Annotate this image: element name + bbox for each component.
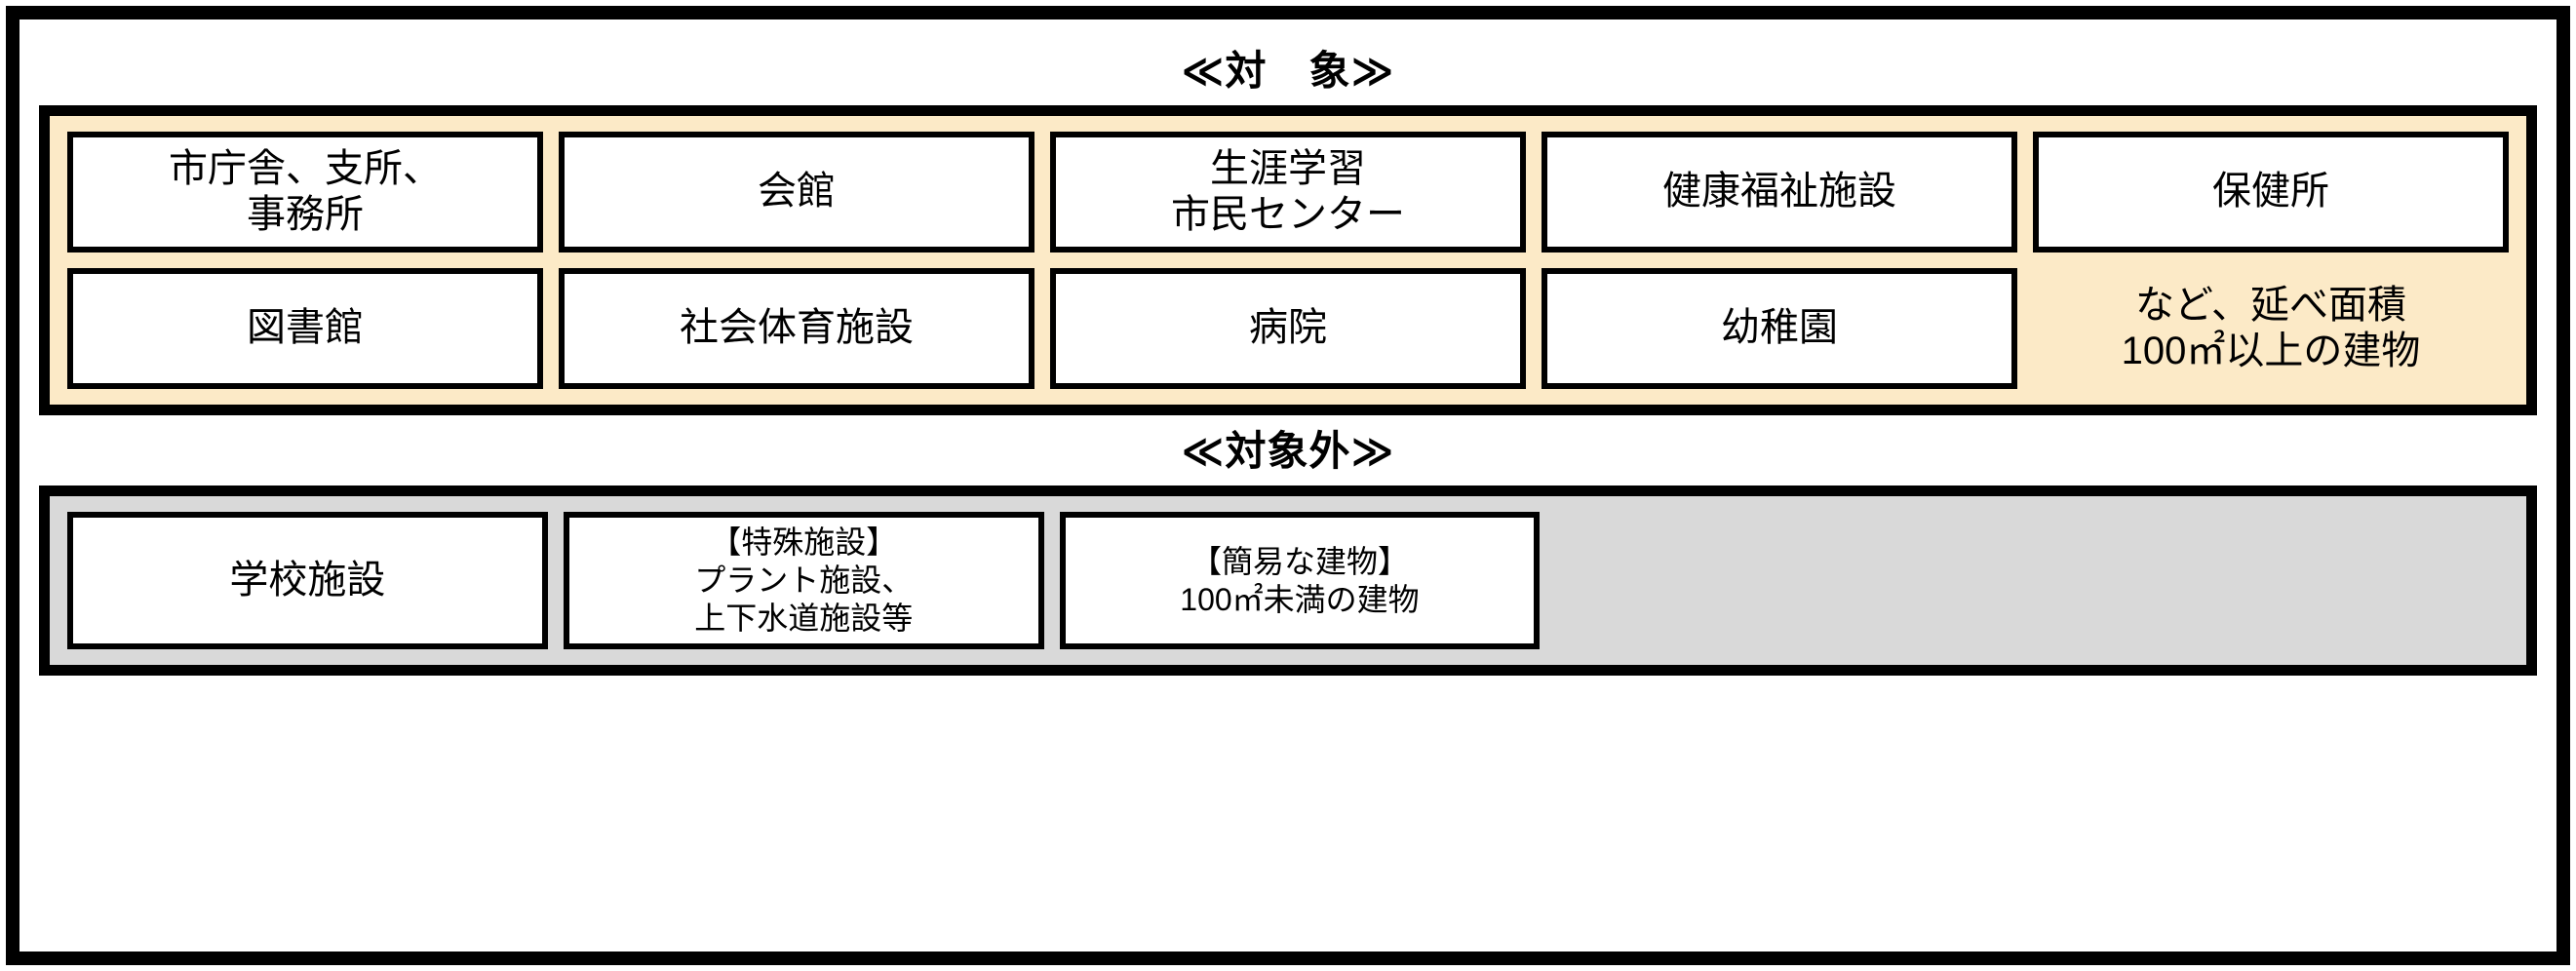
non-target-item-simple-building: 【簡易な建物】 100㎡未満の建物 bbox=[1059, 512, 1541, 650]
target-group-panel: 市庁舎、支所、 事務所 会館 生涯学習 市民センター 健康福祉施設 保健所 bbox=[39, 105, 2537, 415]
target-item-kindergarten: 幼稚園 bbox=[1542, 268, 2017, 389]
target-area-criteria-note: など、延べ面積 100㎡以上の建物 bbox=[2033, 268, 2509, 389]
target-item-hospital: 病院 bbox=[1050, 268, 1526, 389]
non-target-empty-slot bbox=[2040, 512, 2509, 649]
target-item-sports-facility: 社会体育施設 bbox=[559, 268, 1034, 389]
target-item-label: 健康福祉施設 bbox=[1662, 170, 1896, 214]
target-item-label: 幼稚園 bbox=[1721, 306, 1838, 350]
target-item-label: 病院 bbox=[1249, 306, 1327, 350]
target-item-label: 社会体育施設 bbox=[680, 306, 914, 350]
target-item-label: 図書館 bbox=[247, 306, 364, 350]
target-item-lifelong-learning-center: 生涯学習 市民センター bbox=[1050, 132, 1526, 252]
target-section-heading: ≪対 象≫ bbox=[1181, 48, 1395, 94]
non-target-item-label: 【簡易な建物】 100㎡未満の建物 bbox=[1180, 543, 1420, 617]
target-area-criteria-label: など、延べ面積 100㎡以上の建物 bbox=[2121, 283, 2421, 372]
target-item-label: 会館 bbox=[758, 170, 836, 214]
non-target-item-label: 学校施設 bbox=[229, 558, 386, 602]
non-target-item-label: 【特殊施設】 プラント施設、 上下水道施設等 bbox=[694, 524, 914, 637]
non-target-item-special-facility: 【特殊施設】 プラント施設、 上下水道施設等 bbox=[563, 512, 1044, 650]
target-item-city-hall: 市庁舎、支所、 事務所 bbox=[67, 132, 543, 252]
target-item-label: 市庁舎、支所、 事務所 bbox=[169, 146, 442, 236]
target-item-library: 図書館 bbox=[67, 268, 543, 389]
target-item-health-center: 保健所 bbox=[2033, 132, 2509, 252]
target-item-hall: 会館 bbox=[559, 132, 1034, 252]
target-row-2: 図書館 社会体育施設 病院 幼稚園 など、延べ面積 100㎡以上の建物 bbox=[67, 268, 2509, 389]
target-item-label: 保健所 bbox=[2212, 170, 2329, 214]
non-target-empty-slot bbox=[1555, 512, 2024, 649]
non-target-section-heading: ≪対象外≫ bbox=[1181, 428, 1395, 474]
non-target-group-panel: 学校施設 【特殊施設】 プラント施設、 上下水道施設等 【簡易な建物】 100㎡… bbox=[39, 486, 2537, 677]
outer-frame: ≪対 象≫ 市庁舎、支所、 事務所 会館 生涯学習 市民センター 健康福祉施設 bbox=[6, 6, 2570, 965]
target-item-health-welfare-facility: 健康福祉施設 bbox=[1542, 132, 2017, 252]
figure-body: ≪対 象≫ 市庁舎、支所、 事務所 会館 生涯学習 市民センター 健康福祉施設 bbox=[39, 39, 2537, 932]
non-target-row-1: 学校施設 【特殊施設】 プラント施設、 上下水道施設等 【簡易な建物】 100㎡… bbox=[67, 512, 2509, 650]
target-item-label: 生涯学習 市民センター bbox=[1171, 146, 1405, 236]
non-target-item-school-facility: 学校施設 bbox=[67, 512, 548, 650]
target-row-1: 市庁舎、支所、 事務所 会館 生涯学習 市民センター 健康福祉施設 保健所 bbox=[67, 132, 2509, 252]
